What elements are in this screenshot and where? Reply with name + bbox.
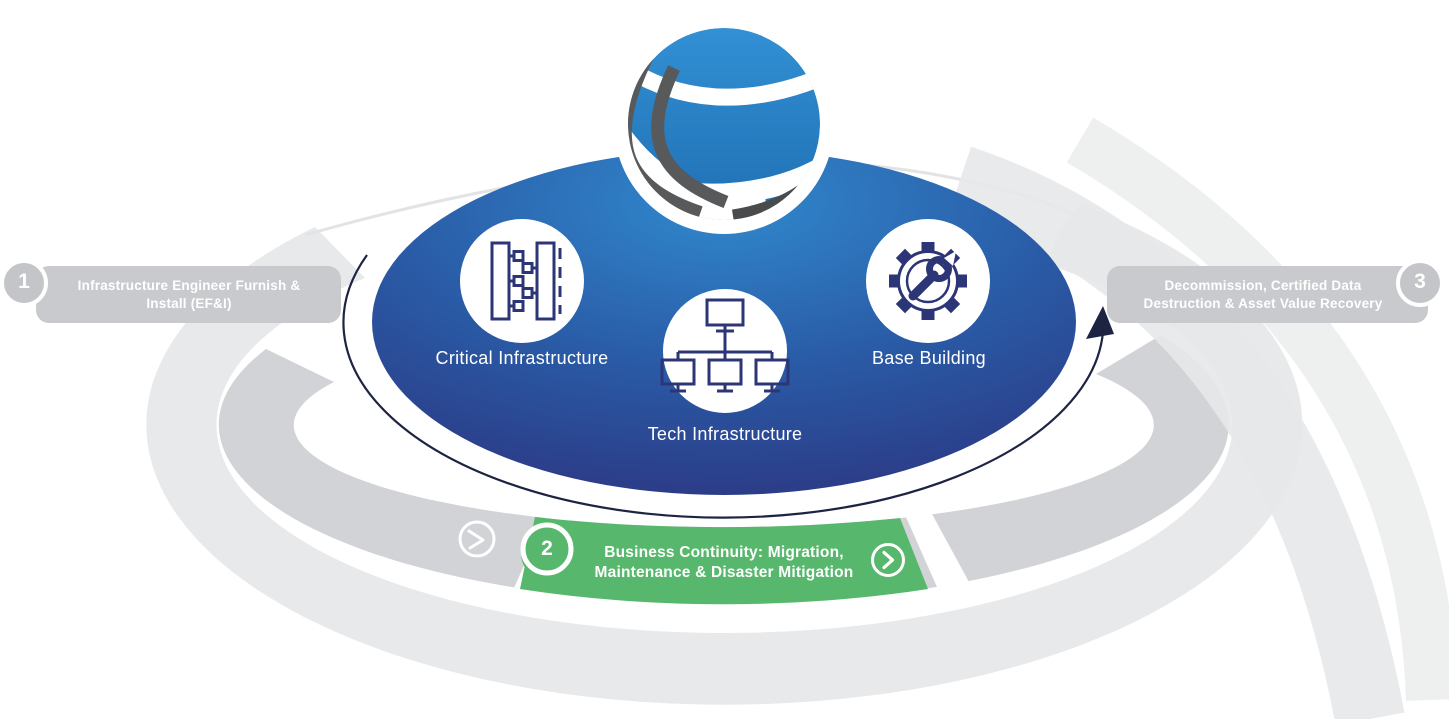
- stage2-label: Business Continuity: Migration, Maintena…: [574, 543, 874, 583]
- swoosh-right-inner: [1066, 117, 1449, 701]
- stage3-box: [1107, 266, 1428, 323]
- tech-infrastructure-label: Tech Infrastructure: [647, 424, 803, 444]
- critical-infrastructure-label: Critical Infrastructure: [435, 348, 609, 368]
- stage2-number-circle: [520, 522, 574, 576]
- stage2-segment: [520, 517, 928, 605]
- stage3-label-line1: Decommission, Certified Data: [1164, 278, 1362, 293]
- swoosh-right-outer: [948, 146, 1405, 719]
- stage1-box: [36, 266, 341, 323]
- stage1-label-line2: Install (EF&I): [146, 296, 232, 311]
- stage1-label-line1: Infrastructure Engineer Furnish &: [77, 278, 301, 293]
- rack-connectors-icon: [490, 241, 562, 321]
- base-building-label: Base Building: [872, 348, 986, 368]
- stage2-label-line1: Business Continuity: Migration,: [604, 544, 844, 561]
- inner-ring-band: [218, 335, 1229, 604]
- curved-arrow-up-icon: [342, 254, 1114, 519]
- stage1-number: 1: [18, 270, 30, 293]
- chevron-right-icon: [871, 543, 905, 577]
- stage1-number-circle: [0, 259, 48, 307]
- ring-gap-right: [906, 514, 969, 587]
- stage3-label: Decommission, Certified Data Destruction…: [1118, 277, 1408, 313]
- stage3-label-line2: Destruction & Asset Value Recovery: [1143, 296, 1383, 311]
- stage1-label: Infrastructure Engineer Furnish & Instal…: [48, 277, 330, 313]
- gear-wrench-icon: [889, 242, 967, 320]
- stage3-number-circle: [1396, 259, 1444, 307]
- clock-icon: [458, 520, 496, 558]
- stage2-label-line2: Maintenance & Disaster Mitigation: [594, 564, 854, 581]
- stage2-number: 2: [541, 537, 553, 560]
- stage3-number: 3: [1414, 270, 1426, 293]
- network-topology-icon: [660, 298, 790, 393]
